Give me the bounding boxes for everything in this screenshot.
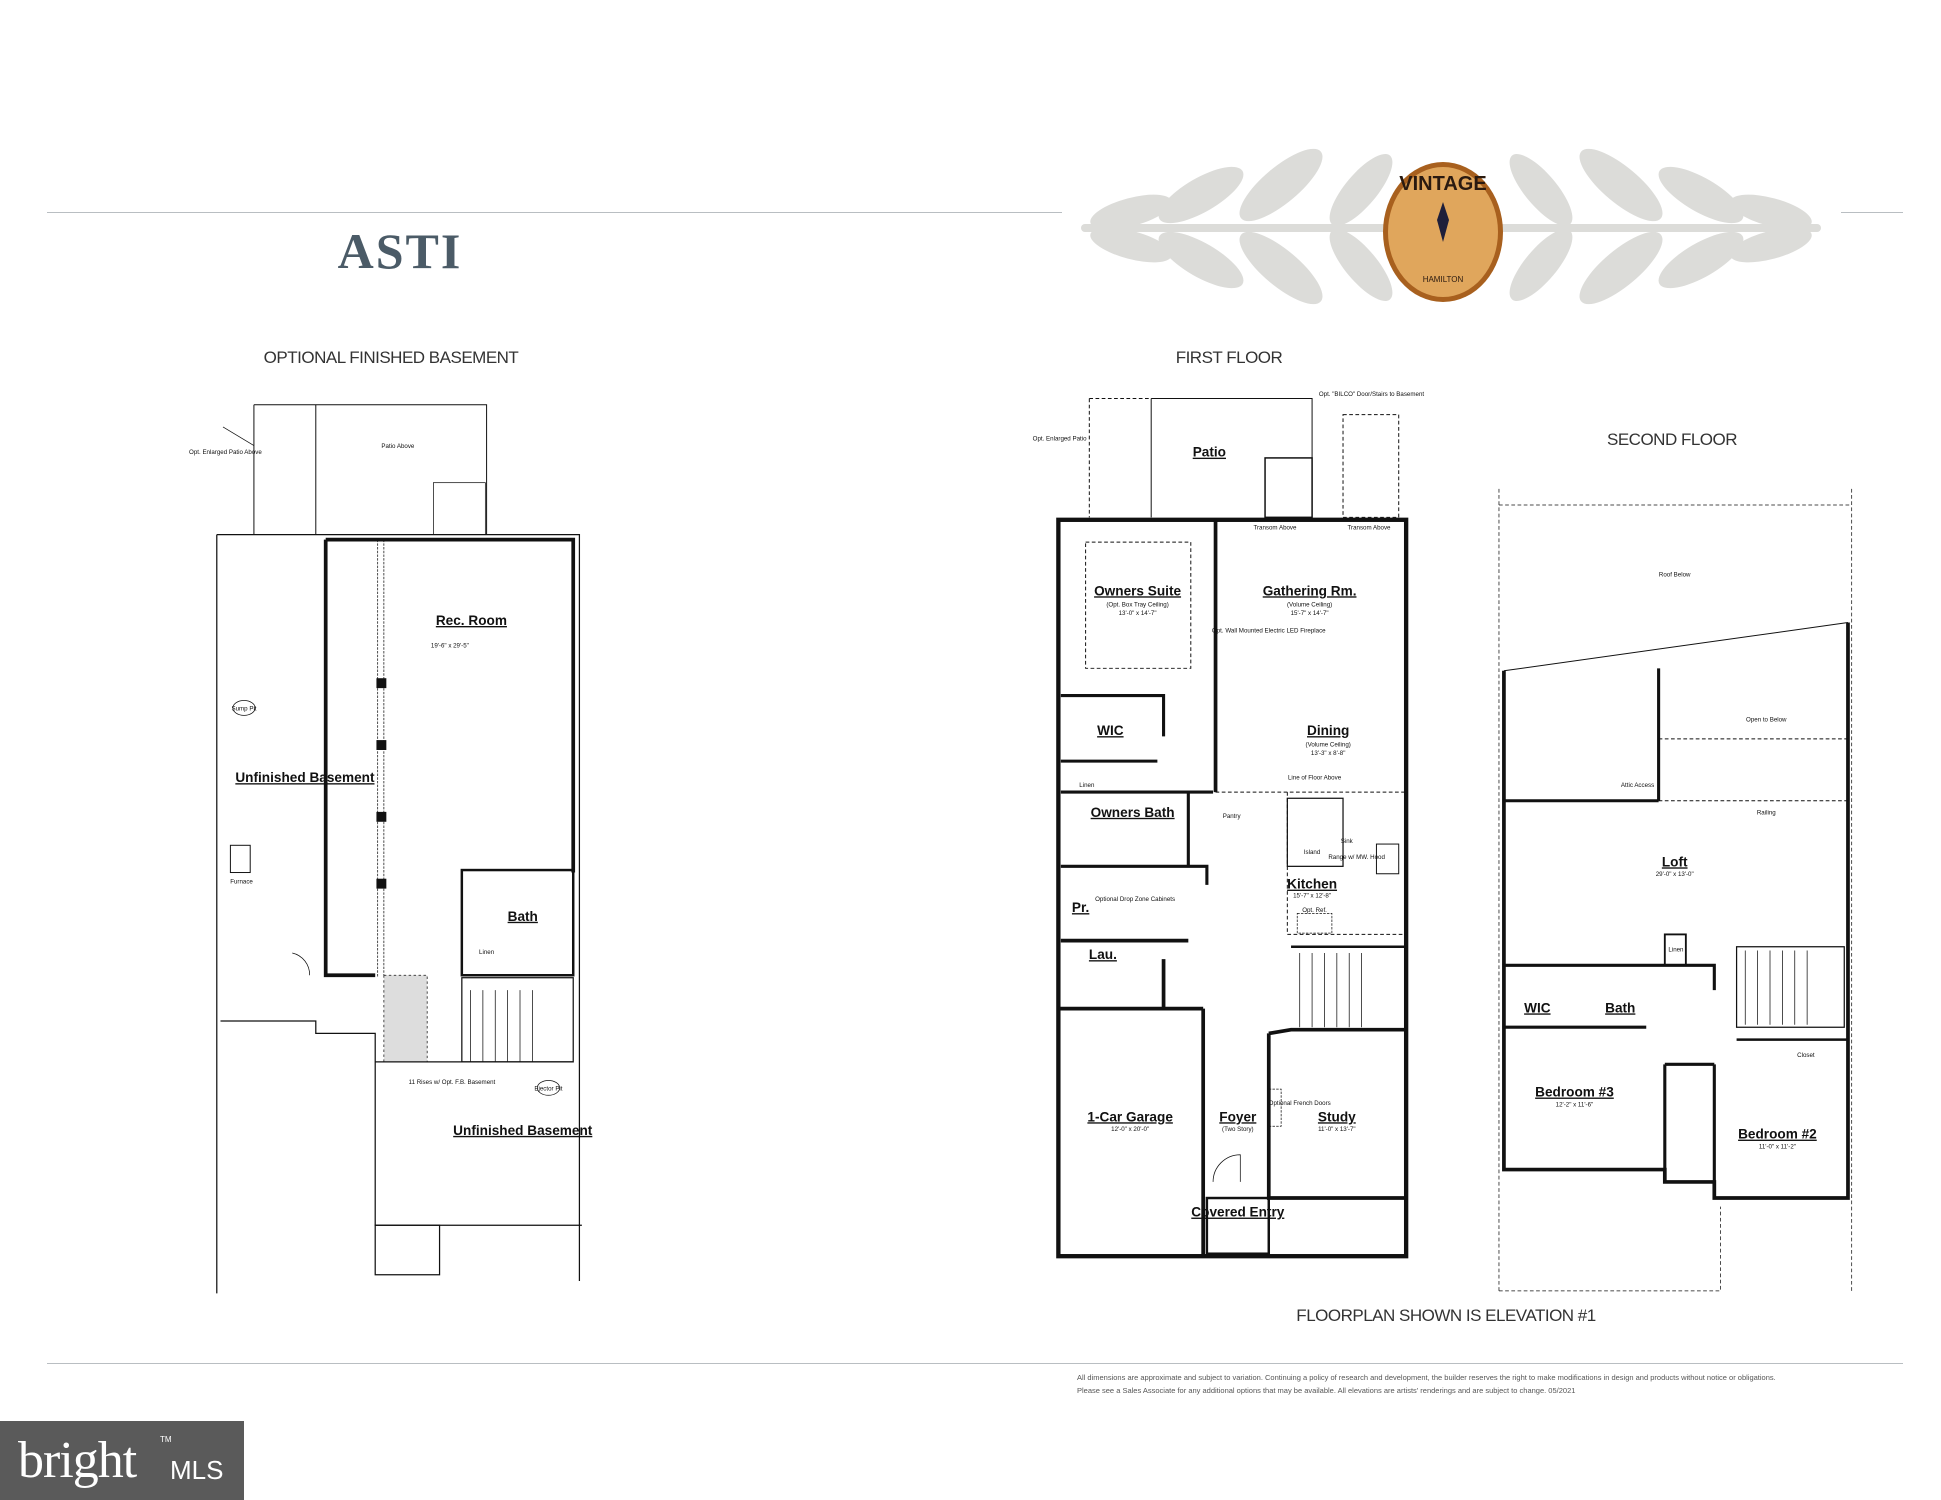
header-rule-right (1841, 212, 1903, 213)
railing-note: Railing (1757, 809, 1776, 816)
disclaimer: All dimensions are approximate and subje… (1077, 1371, 1857, 1397)
leaf-garland-icon (1081, 140, 1821, 312)
disclaimer-line-2: Please see a Sales Associate for any add… (1077, 1386, 1576, 1395)
first-linen-note: Linen (1079, 782, 1095, 789)
patio-above-note: Patio Above (381, 443, 415, 450)
french-doors-note: Optional French Doors (1269, 1100, 1331, 1107)
laundry-label: Lau. (1089, 947, 1117, 962)
owners-suite-note: (Opt. Box Tray Ceiling) (1106, 601, 1168, 608)
kitchen-dims: 15'-7" x 12'-8" (1293, 892, 1331, 899)
attic-access-note: Attic Access (1621, 782, 1654, 789)
watermark-tm: TM (160, 1435, 172, 1444)
second-floor-plan: Loft 29'-0" x 13'-0" Bath WIC Bedroom #3… (1498, 488, 1853, 1294)
closet-note: Closet (1797, 1052, 1815, 1059)
watermark-suffix: MLS (170, 1455, 224, 1485)
door-knocker-icon (1437, 202, 1449, 242)
pantry-note: Pantry (1223, 813, 1242, 820)
owners-suite-dims: 13'-0" x 14'-7" (1119, 610, 1157, 617)
loft-label: Loft (1662, 854, 1688, 869)
second-linen-note: Linen (1668, 947, 1684, 954)
second-bath-label: Bath (1605, 1000, 1635, 1015)
transom-note: Transom Above (1253, 525, 1297, 532)
basement-bath-label: Bath (508, 909, 538, 924)
foyer-label: Foyer (1219, 1109, 1257, 1124)
bright-mls-watermark: bright TM MLS (0, 1421, 244, 1500)
basement-plan: Rec. Room 19'-6" x 29'-5" Unfinished Bas… (189, 404, 593, 1294)
enlarged-patio-note: Opt. Enlarged Patio (1033, 436, 1087, 443)
ejector-pit-icon (536, 1080, 560, 1096)
sink-note: Sink (1341, 838, 1354, 845)
footer-rule (47, 1363, 1903, 1364)
kitchen-label: Kitchen (1287, 877, 1337, 892)
bedroom-2-dims: 11'-0" x 11'-2" (1759, 1144, 1796, 1151)
gathering-room-dims: 15'-7" x 14'-7" (1291, 610, 1329, 617)
owners-bath-label: Owners Bath (1091, 805, 1175, 820)
second-floor-title: SECOND FLOOR (1606, 430, 1738, 449)
sump-pit-icon (232, 700, 256, 716)
gathering-room-note: (Volume Ceiling) (1287, 601, 1332, 608)
owners-suite-label: Owners Suite (1094, 583, 1181, 598)
gathering-room-label: Gathering Rm. (1263, 583, 1357, 598)
transom-note-2: Transom Above (1348, 525, 1392, 532)
patio-label: Patio (1193, 445, 1226, 460)
furnace-note: Furnace (230, 879, 253, 886)
french-doors-icon (1268, 1088, 1282, 1127)
elevation-note: FLOORPLAN SHOWN IS ELEVATION #1 (1296, 1306, 1596, 1325)
stairs-note: 11 Rises w/ Opt. F.B. Basement (409, 1079, 496, 1086)
plan-title: ASTI (337, 223, 463, 279)
fireplace-note: Opt. Wall Mounted Electric LED Fireplace (1212, 627, 1326, 634)
logo-text: VINTAGE (1399, 173, 1486, 195)
opt-ref-icon (1296, 912, 1333, 934)
furnace-icon (229, 844, 251, 874)
sump-pit-note: Sump Pit (231, 705, 256, 712)
basement-title: OPTIONAL FINISHED BASEMENT (263, 348, 519, 367)
ejector-pit-note: Ejector Pit (534, 1085, 562, 1092)
range-icon (1375, 843, 1400, 875)
drop-zone-note: Optional Drop Zone Cabinets (1095, 896, 1175, 903)
disclaimer-line-1: All dimensions are approximate and subje… (1077, 1373, 1776, 1382)
header-rule-left (47, 212, 1062, 213)
study-dims: 11'-0" x 13'-7" (1318, 1126, 1356, 1133)
bedroom-3-label: Bedroom #3 (1535, 1085, 1614, 1100)
study-label: Study (1318, 1109, 1356, 1124)
open-below-note: Open to Below (1746, 717, 1787, 724)
unfinished-basement-label: Unfinished Basement (235, 770, 375, 785)
powder-room-label: Pr. (1072, 900, 1089, 915)
basement-linen-note: Linen (479, 949, 495, 956)
range-note: Range w/ MW. Hood (1328, 854, 1385, 861)
first-floor-title: FIRST FLOOR (1175, 348, 1283, 367)
garage-label: 1-Car Garage (1087, 1109, 1173, 1124)
dining-note: (Volume Ceiling) (1306, 741, 1351, 748)
bedroom-2-label: Bedroom #2 (1738, 1127, 1817, 1142)
foyer-note: (Two Story) (1222, 1126, 1254, 1133)
bedroom-3-dims: 12'-2" x 11'-6" (1556, 1101, 1594, 1108)
second-wic-label: WIC (1524, 1000, 1551, 1015)
logo-subtext: HAMILTON (1423, 275, 1464, 284)
linen-closet-icon (1663, 933, 1687, 967)
vintage-logo: VINTAGE HAMILTON (1081, 140, 1821, 312)
garage-dims: 12'-0" x 20'-0" (1111, 1126, 1149, 1133)
covered-entry-label: Covered Entry (1191, 1205, 1284, 1220)
island-note: Island (1304, 849, 1321, 856)
line-floor-note: Line of Floor Above (1288, 775, 1342, 782)
opt-ref-note: Opt. Ref. (1302, 907, 1327, 914)
roof-below-note: Roof Below (1659, 572, 1691, 579)
wic-label: WIC (1097, 723, 1124, 738)
watermark-brand: bright (18, 1432, 137, 1489)
rec-room-dims: 19'-6" x 29'-5" (431, 642, 469, 649)
first-floor-plan: Patio Owners Suite (Opt. Box Tray Ceilin… (1033, 391, 1425, 1259)
loft-dims: 29'-0" x 13'-0" (1656, 871, 1694, 878)
basement-enlarged-patio-note: Opt. Enlarged Patio Above (189, 449, 262, 456)
unfinished-basement-2-label: Unfinished Basement (453, 1123, 593, 1138)
dining-dims: 13'-3" x 8'-8" (1311, 750, 1346, 757)
bilco-note: Opt. "BILCO" Door/Stairs to Basement (1319, 391, 1425, 398)
dining-label: Dining (1307, 723, 1349, 738)
rec-room-label: Rec. Room (436, 613, 507, 628)
